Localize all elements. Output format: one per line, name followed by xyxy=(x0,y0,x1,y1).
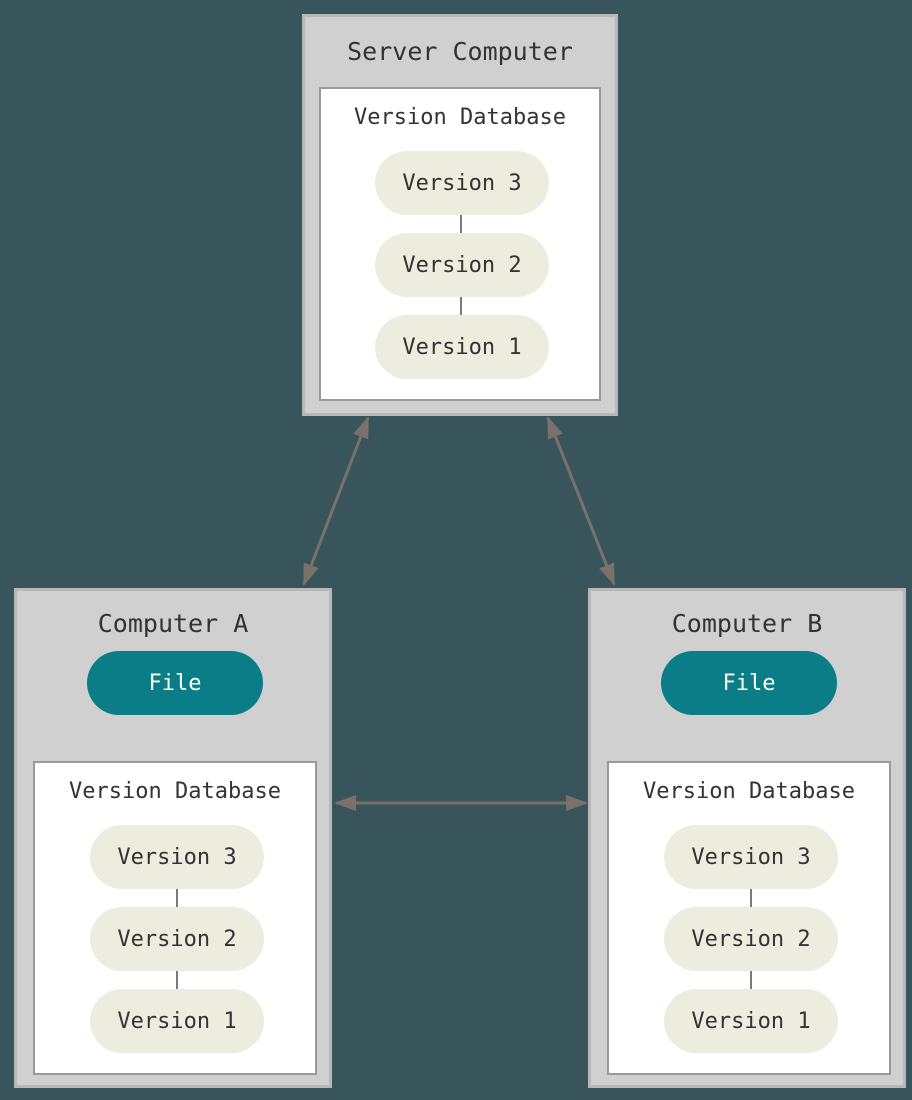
server-computer-title: Server Computer xyxy=(347,37,573,66)
computer-a-title: Computer A xyxy=(97,609,249,638)
version-link-line xyxy=(750,969,752,989)
version-link-line xyxy=(460,213,462,233)
version-3-pill: Version 3 xyxy=(664,825,838,889)
computer-a-file-pill: File xyxy=(87,651,263,715)
version-1-pill: Version 1 xyxy=(375,315,549,379)
version-1-pill: Version 1 xyxy=(90,989,264,1053)
computer-b-file-pill: File xyxy=(661,651,837,715)
version-1-pill: Version 1 xyxy=(664,989,838,1053)
version-link-line xyxy=(460,295,462,315)
computer-a-version-database-title: Version Database xyxy=(69,779,281,804)
computer-a-version-database: Version Database Version 3 Version 2 Ver… xyxy=(33,761,317,1075)
server-version-database: Version Database Version 3 Version 2 Ver… xyxy=(319,87,601,401)
version-link-line xyxy=(176,969,178,989)
version-link-line xyxy=(176,887,178,907)
version-2-pill: Version 2 xyxy=(664,907,838,971)
version-3-pill: Version 3 xyxy=(90,825,264,889)
version-link-line xyxy=(750,887,752,907)
server-computer-b-arrow xyxy=(546,416,616,586)
computer-a: Computer A File Version Database Version… xyxy=(14,588,332,1088)
server-computer-a-arrow xyxy=(302,416,370,586)
computer-b-version-database-title: Version Database xyxy=(643,779,855,804)
computer-b-title: Computer B xyxy=(671,609,823,638)
version-2-pill: Version 2 xyxy=(375,233,549,297)
server-version-database-title: Version Database xyxy=(354,105,566,130)
version-3-pill: Version 3 xyxy=(375,151,549,215)
version-2-pill: Version 2 xyxy=(90,907,264,971)
computer-b: Computer B File Version Database Version… xyxy=(588,588,906,1088)
server-computer: Server Computer Version Database Version… xyxy=(302,14,618,416)
computer-b-version-database: Version Database Version 3 Version 2 Ver… xyxy=(607,761,891,1075)
